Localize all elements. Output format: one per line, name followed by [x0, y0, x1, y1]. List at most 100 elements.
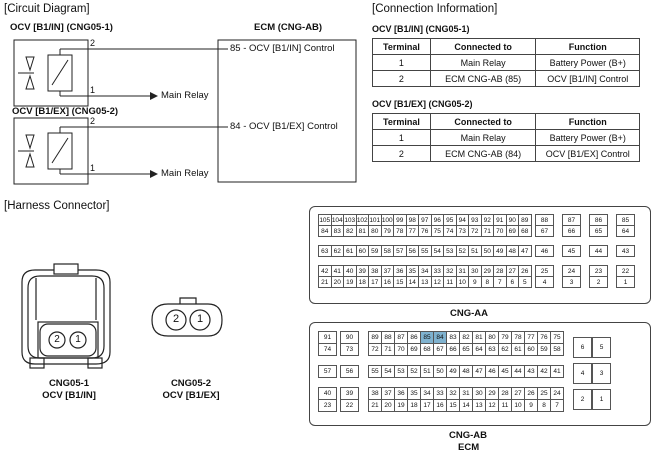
connector-pin: 17 — [420, 399, 433, 412]
circuit-section-title: [Circuit Diagram] — [4, 3, 90, 15]
connector-pin: 4 — [573, 363, 592, 384]
connector-pin: 60 — [524, 343, 537, 356]
pin-1-label: 1 — [90, 163, 96, 173]
pin-2-label: 2 — [90, 116, 96, 126]
connector-pin: 72 — [368, 343, 381, 356]
connector-pin: 20 — [381, 399, 394, 412]
header-cell: Connected to — [429, 38, 537, 55]
table-cell: OCV [B1/EX] Control — [535, 145, 640, 162]
cng-aa-label: CNG-AA — [450, 308, 488, 319]
connection-table-2: Terminal Connected to Function 1 Main Re… — [372, 113, 640, 162]
connector-pin: 22 — [340, 399, 359, 412]
connector-pin: 7 — [550, 399, 564, 412]
connector-pin: 50 — [480, 245, 493, 257]
connector-pin: 21 — [368, 399, 381, 412]
arrow-icon — [150, 170, 158, 178]
connector-pin: 66 — [446, 343, 459, 356]
table-cell: Main Relay — [429, 54, 537, 71]
table-cell: Battery Power (B+) — [535, 129, 640, 146]
connector-pin: 72 — [468, 225, 481, 237]
connector-pin: 56 — [405, 245, 418, 257]
connector-pin: 64 — [472, 343, 485, 356]
connector-pin: 67 — [535, 225, 554, 237]
pin-label: 2 — [54, 334, 60, 345]
ocv-ex-control-label: 84 - OCV [B1/EX] Control — [230, 121, 338, 132]
connector-pin: 58 — [550, 343, 564, 356]
connector-pin: 52 — [407, 365, 420, 378]
table-1-title: OCV [B1/IN] (CNG05-1) — [372, 24, 470, 34]
connector-pin: 45 — [498, 365, 511, 378]
header-cell: Function — [535, 113, 640, 130]
connector-pin: 57 — [318, 365, 337, 378]
connector-pin: 10 — [455, 276, 468, 288]
ecm-label: ECM (CNG-AB) — [254, 22, 323, 33]
connector-pin: 10 — [511, 399, 524, 412]
connector-pin: 7 — [493, 276, 506, 288]
table-row: 1 Main Relay Battery Power (B+) — [372, 129, 640, 146]
cng05-2-label: CNG05-2 — [170, 378, 212, 389]
connector-pin: 69 — [407, 343, 420, 356]
connector-pin: 71 — [381, 343, 394, 356]
connector-pin: 50 — [433, 365, 446, 378]
connector-pin: 65 — [589, 225, 608, 237]
connector-pin: 12 — [485, 399, 498, 412]
table-2-title: OCV [B1/EX] (CNG05-2) — [372, 99, 473, 109]
connector-pin: 68 — [518, 225, 532, 237]
connector-pin: 44 — [511, 365, 524, 378]
table-cell: Battery Power (B+) — [535, 54, 640, 71]
header-cell: Function — [535, 38, 640, 55]
table-cell: 2 — [372, 145, 431, 162]
header-cell: Terminal — [372, 113, 431, 130]
connector-pin: 6 — [505, 276, 518, 288]
connector-pin: 74 — [443, 225, 456, 237]
connector-pin: 63 — [485, 343, 498, 356]
connector-pin: 45 — [562, 245, 581, 257]
connector-pin: 49 — [446, 365, 459, 378]
connector-pin: 75 — [550, 331, 564, 344]
table-cell: 1 — [372, 54, 431, 71]
connector-pin: 70 — [493, 225, 506, 237]
arrow-icon — [150, 92, 158, 100]
connector-pin: 58 — [380, 245, 393, 257]
connector-pin: 15 — [446, 399, 459, 412]
connector-pin: 4 — [535, 276, 554, 288]
connector-pin: 1 — [592, 389, 611, 410]
connector-pin: 23 — [318, 399, 337, 412]
connector-pin: 46 — [535, 245, 554, 257]
connector-pin: 74 — [318, 343, 337, 356]
pin-socket — [189, 309, 211, 331]
connector-pin: 67 — [433, 343, 446, 356]
pin-socket — [48, 331, 66, 349]
connection-section-title: [Connection Information] — [372, 3, 498, 15]
connector-pin: 62 — [498, 343, 511, 356]
connector-pin: 2 — [573, 389, 592, 410]
connector-pin: 54 — [430, 245, 443, 257]
connector-pin: 76 — [418, 225, 431, 237]
connector-pin: 11 — [443, 276, 456, 288]
circuit-wires — [88, 48, 218, 175]
connector-pin: 14 — [459, 399, 472, 412]
connector-pin: 21 — [318, 276, 331, 288]
connector-pin: 44 — [589, 245, 608, 257]
connector-pin: 11 — [498, 399, 511, 412]
connector-pin: 48 — [459, 365, 472, 378]
connector-pin: 82 — [343, 225, 356, 237]
connector-pin: 12 — [430, 276, 443, 288]
table-cell: 1 — [372, 129, 431, 146]
pin-label: 1 — [196, 313, 204, 325]
table-row: 1 Main Relay Battery Power (B+) — [372, 54, 640, 71]
connector-pin: 65 — [459, 343, 472, 356]
table-header-row: Terminal Connected to Function — [372, 38, 640, 55]
harness-section-title: [Harness Connector] — [4, 200, 110, 212]
connector-pin: 53 — [443, 245, 456, 257]
connector-pin: 5 — [592, 337, 611, 358]
ecm-box — [217, 39, 357, 183]
connector-pin: 70 — [394, 343, 407, 356]
ocv-b1-ex-label: OCV [B1/EX] (CNG05-2) — [12, 106, 119, 117]
connector-pin: 61 — [511, 343, 524, 356]
circuit-diagram — [13, 39, 357, 185]
connector-pin: 55 — [418, 245, 431, 257]
connector-pin: 43 — [616, 245, 635, 257]
connector-pin: 73 — [455, 225, 468, 237]
connector-pin: 6 — [573, 337, 592, 358]
